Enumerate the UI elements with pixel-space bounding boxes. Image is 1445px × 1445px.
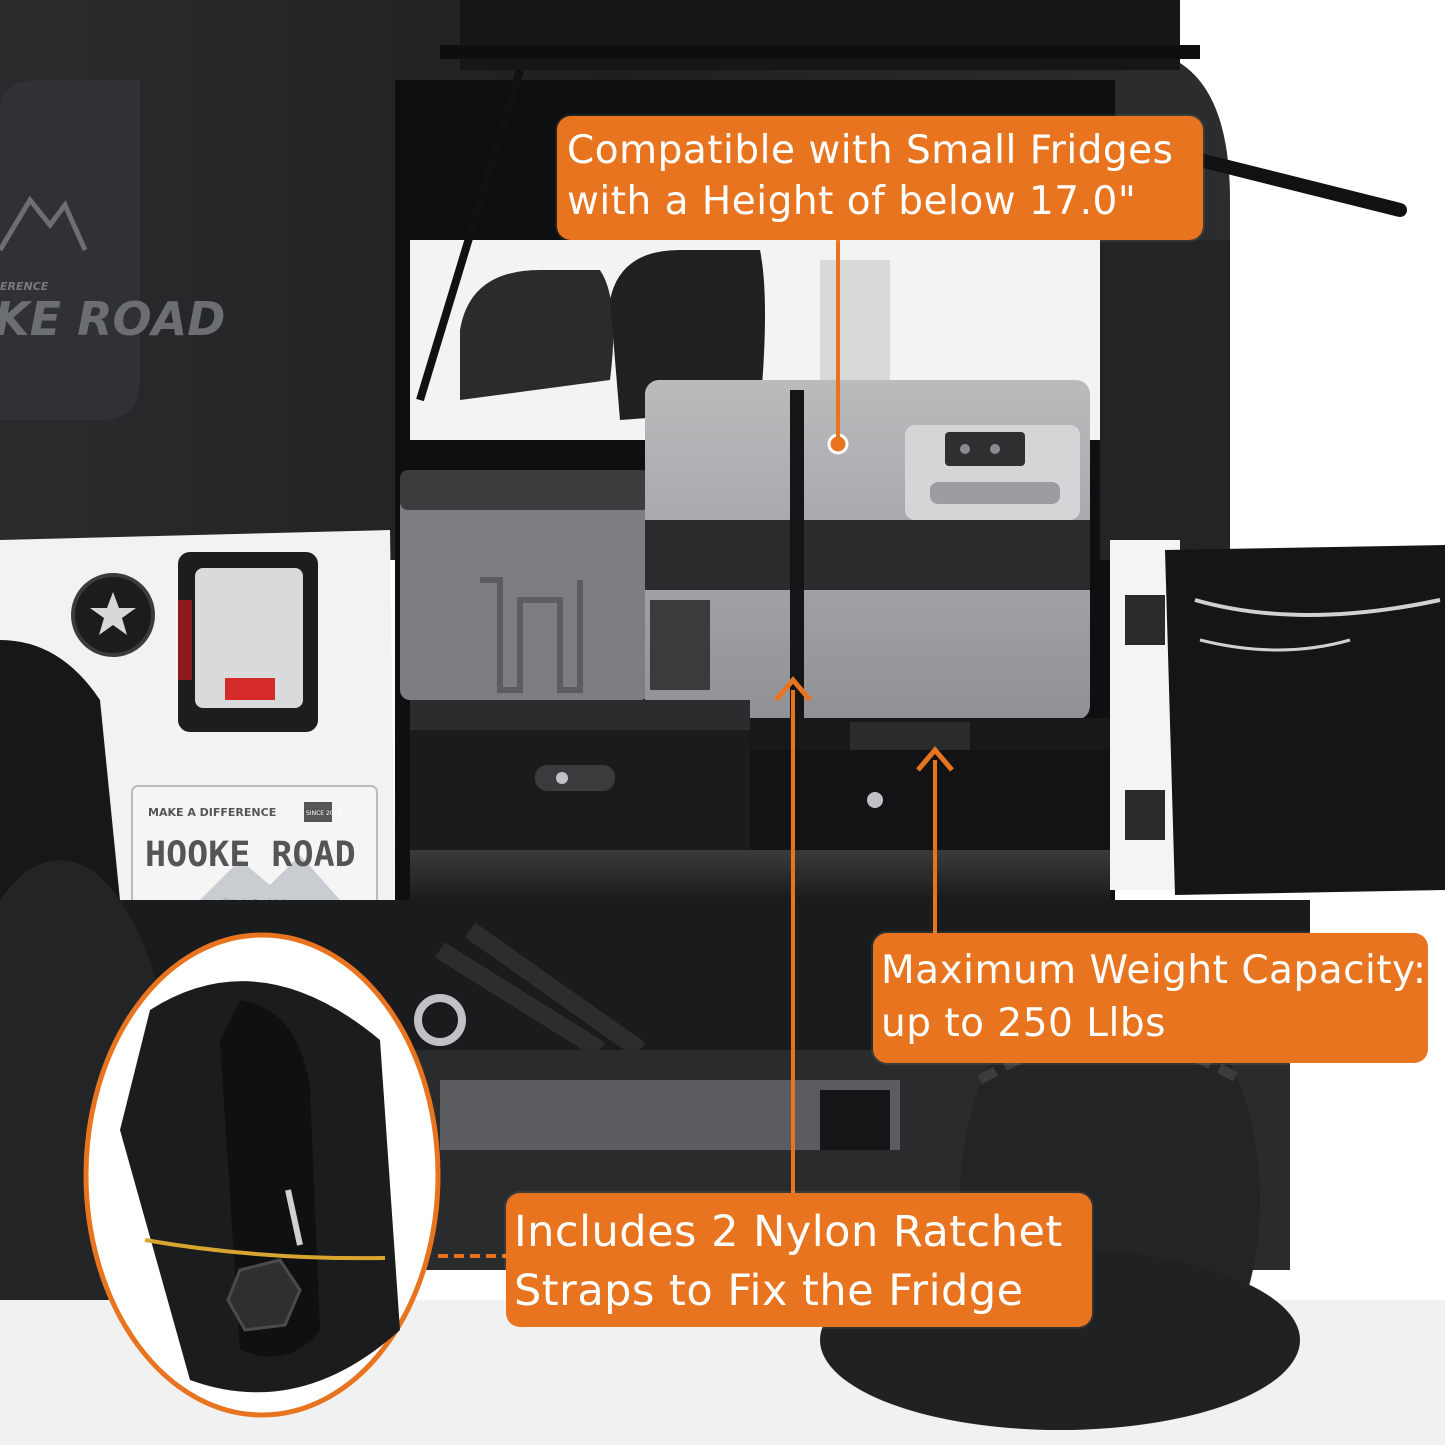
arrow-up-icon — [916, 746, 954, 772]
plate-badge-text: SINCE 2018 — [306, 810, 341, 817]
callout-fridge-compatibility: Compatible with Small Fridges with a Hei… — [557, 116, 1203, 240]
callout-weight-line1: Maximum Weight Capacity: — [881, 948, 1427, 993]
callout-straps-line1: Includes 2 Nylon Ratchet — [514, 1207, 1063, 1257]
callout-weight-capacity: Maximum Weight Capacity: up to 250 Llbs — [873, 933, 1428, 1063]
license-plate: MAKE A DIFFERENCE SINCE 2018 HOOKE ROAD … — [131, 785, 378, 913]
open-tailgate — [1165, 545, 1445, 895]
callout-fridge-line2: with a Height of below 17.0" — [567, 178, 1137, 224]
rear-seat — [460, 270, 614, 400]
callout-fridge-line1: Compatible with Small Fridges — [567, 128, 1174, 173]
plate-main-text: HOOKE ROAD — [145, 835, 356, 875]
strap-inset — [83, 932, 441, 1418]
mountain-logo-icon — [0, 195, 88, 252]
ratchet-bolt-icon — [226, 1258, 302, 1332]
door-logo-small: ERENCE — [0, 280, 49, 293]
door-logo-brand: KE ROAD — [0, 292, 225, 346]
d-ring-shackle — [414, 994, 466, 1046]
star-icon — [90, 592, 136, 635]
callout-ratchet-straps: Includes 2 Nylon Ratchet Straps to Fix t… — [506, 1193, 1092, 1327]
arrow-up-icon — [774, 676, 812, 702]
callout-weight-line2: up to 250 Llbs — [881, 1000, 1166, 1046]
callout-straps-line2: Straps to Fix the Fridge — [514, 1266, 1024, 1317]
small-storage-box — [400, 470, 650, 700]
roof-rack — [460, 0, 1180, 70]
hitch-receiver — [820, 1090, 890, 1150]
side-window — [0, 80, 140, 420]
ratchet-strap — [790, 390, 804, 720]
plate-top-text: MAKE A DIFFERENCE — [148, 806, 276, 819]
